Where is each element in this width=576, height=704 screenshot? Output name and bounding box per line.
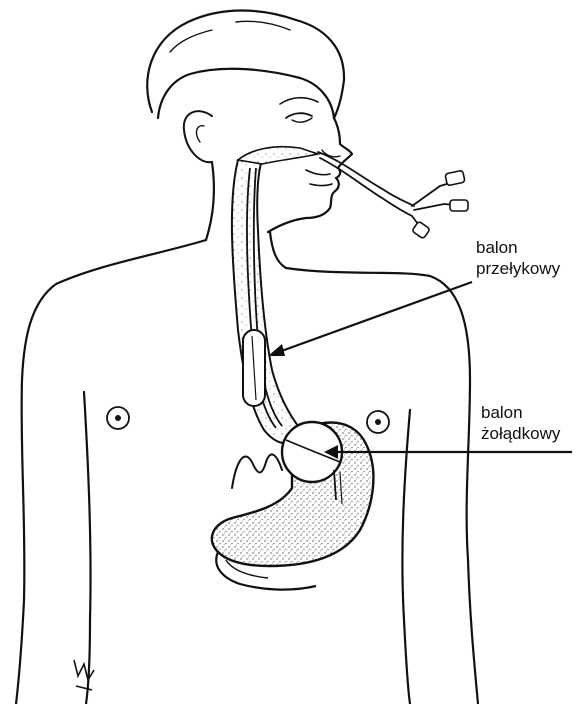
tube-port-3 xyxy=(412,221,430,239)
tube-port-2 xyxy=(450,200,468,211)
neck-front xyxy=(270,232,286,268)
gastric-label-line2: żołądkowy xyxy=(481,423,560,444)
right-arm-inner xyxy=(402,410,410,704)
hair-outline xyxy=(147,11,344,119)
tube-port-1 xyxy=(445,170,465,185)
esophageal-pointer-line xyxy=(276,282,472,353)
esophageal-pointer-arrow xyxy=(268,344,285,356)
esophageal-label-line2: przełykowy xyxy=(476,258,560,279)
eye xyxy=(286,113,312,118)
esophageal-balloon-label: balon przełykowy xyxy=(476,237,560,279)
mouth xyxy=(306,170,332,186)
esophageal-label-line1: balon xyxy=(476,237,560,258)
eyebrow xyxy=(280,98,318,104)
ear xyxy=(184,111,212,162)
gastric-balloon-label: balon żołądkowy xyxy=(481,402,560,444)
gastric-label-line1: balon xyxy=(481,402,560,423)
left-shoulder xyxy=(16,240,206,704)
rib-mark xyxy=(232,454,282,488)
face-profile xyxy=(268,118,352,232)
left-arm-inner xyxy=(84,392,91,704)
hair-inner xyxy=(158,69,334,118)
neck-back xyxy=(206,162,214,240)
corner-mark xyxy=(74,660,94,690)
